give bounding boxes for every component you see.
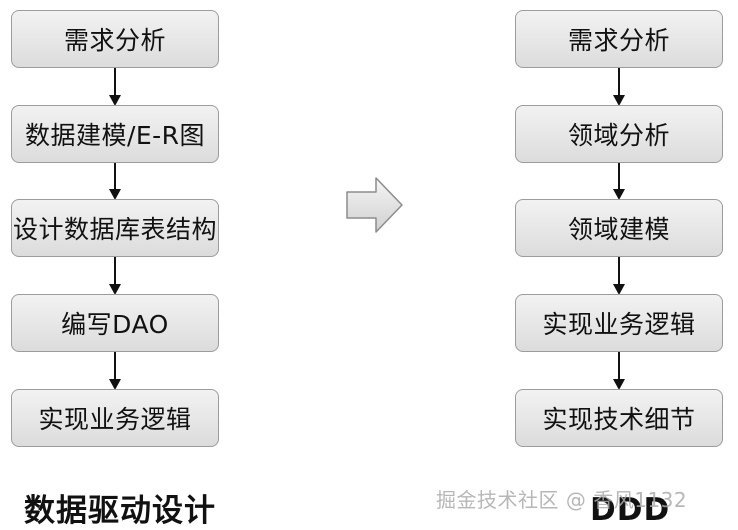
left-connector-4 [109,352,121,390]
right-connector-4 [613,352,625,390]
left-step-data-modeling: 数据建模/E-R图 [11,105,219,163]
left-connector-1 [109,68,121,106]
right-step-technical-details: 实现技术细节 [515,389,723,447]
right-caption: DDD [590,492,671,528]
left-step-write-dao: 编写DAO [11,294,219,352]
data-driven-flow: 需求分析 数据建模/E-R图 设计数据库表结构 编写DAO 实现业务逻辑 [11,0,221,530]
right-step-requirements-analysis: 需求分析 [515,10,723,68]
right-step-business-logic: 实现业务逻辑 [515,294,723,352]
left-connector-3 [109,257,121,295]
right-connector-1 [613,68,625,106]
left-connector-2 [109,163,121,200]
right-step-domain-analysis: 领域分析 [515,105,723,163]
watermark: 掘金技术社区 @ 香风1132 [436,488,688,512]
right-connector-3 [613,257,625,295]
left-step-business-logic: 实现业务逻辑 [11,389,219,447]
right-step-domain-modeling: 领域建模 [515,199,723,257]
right-arrow-icon [346,177,403,233]
left-step-requirements-analysis: 需求分析 [11,10,219,68]
ddd-flow: 需求分析 领域分析 领域建模 实现业务逻辑 实现技术细节 [515,0,725,530]
left-step-db-table-design: 设计数据库表结构 [11,199,219,257]
left-caption: 数据驱动设计 [24,493,216,529]
right-connector-2 [613,163,625,200]
